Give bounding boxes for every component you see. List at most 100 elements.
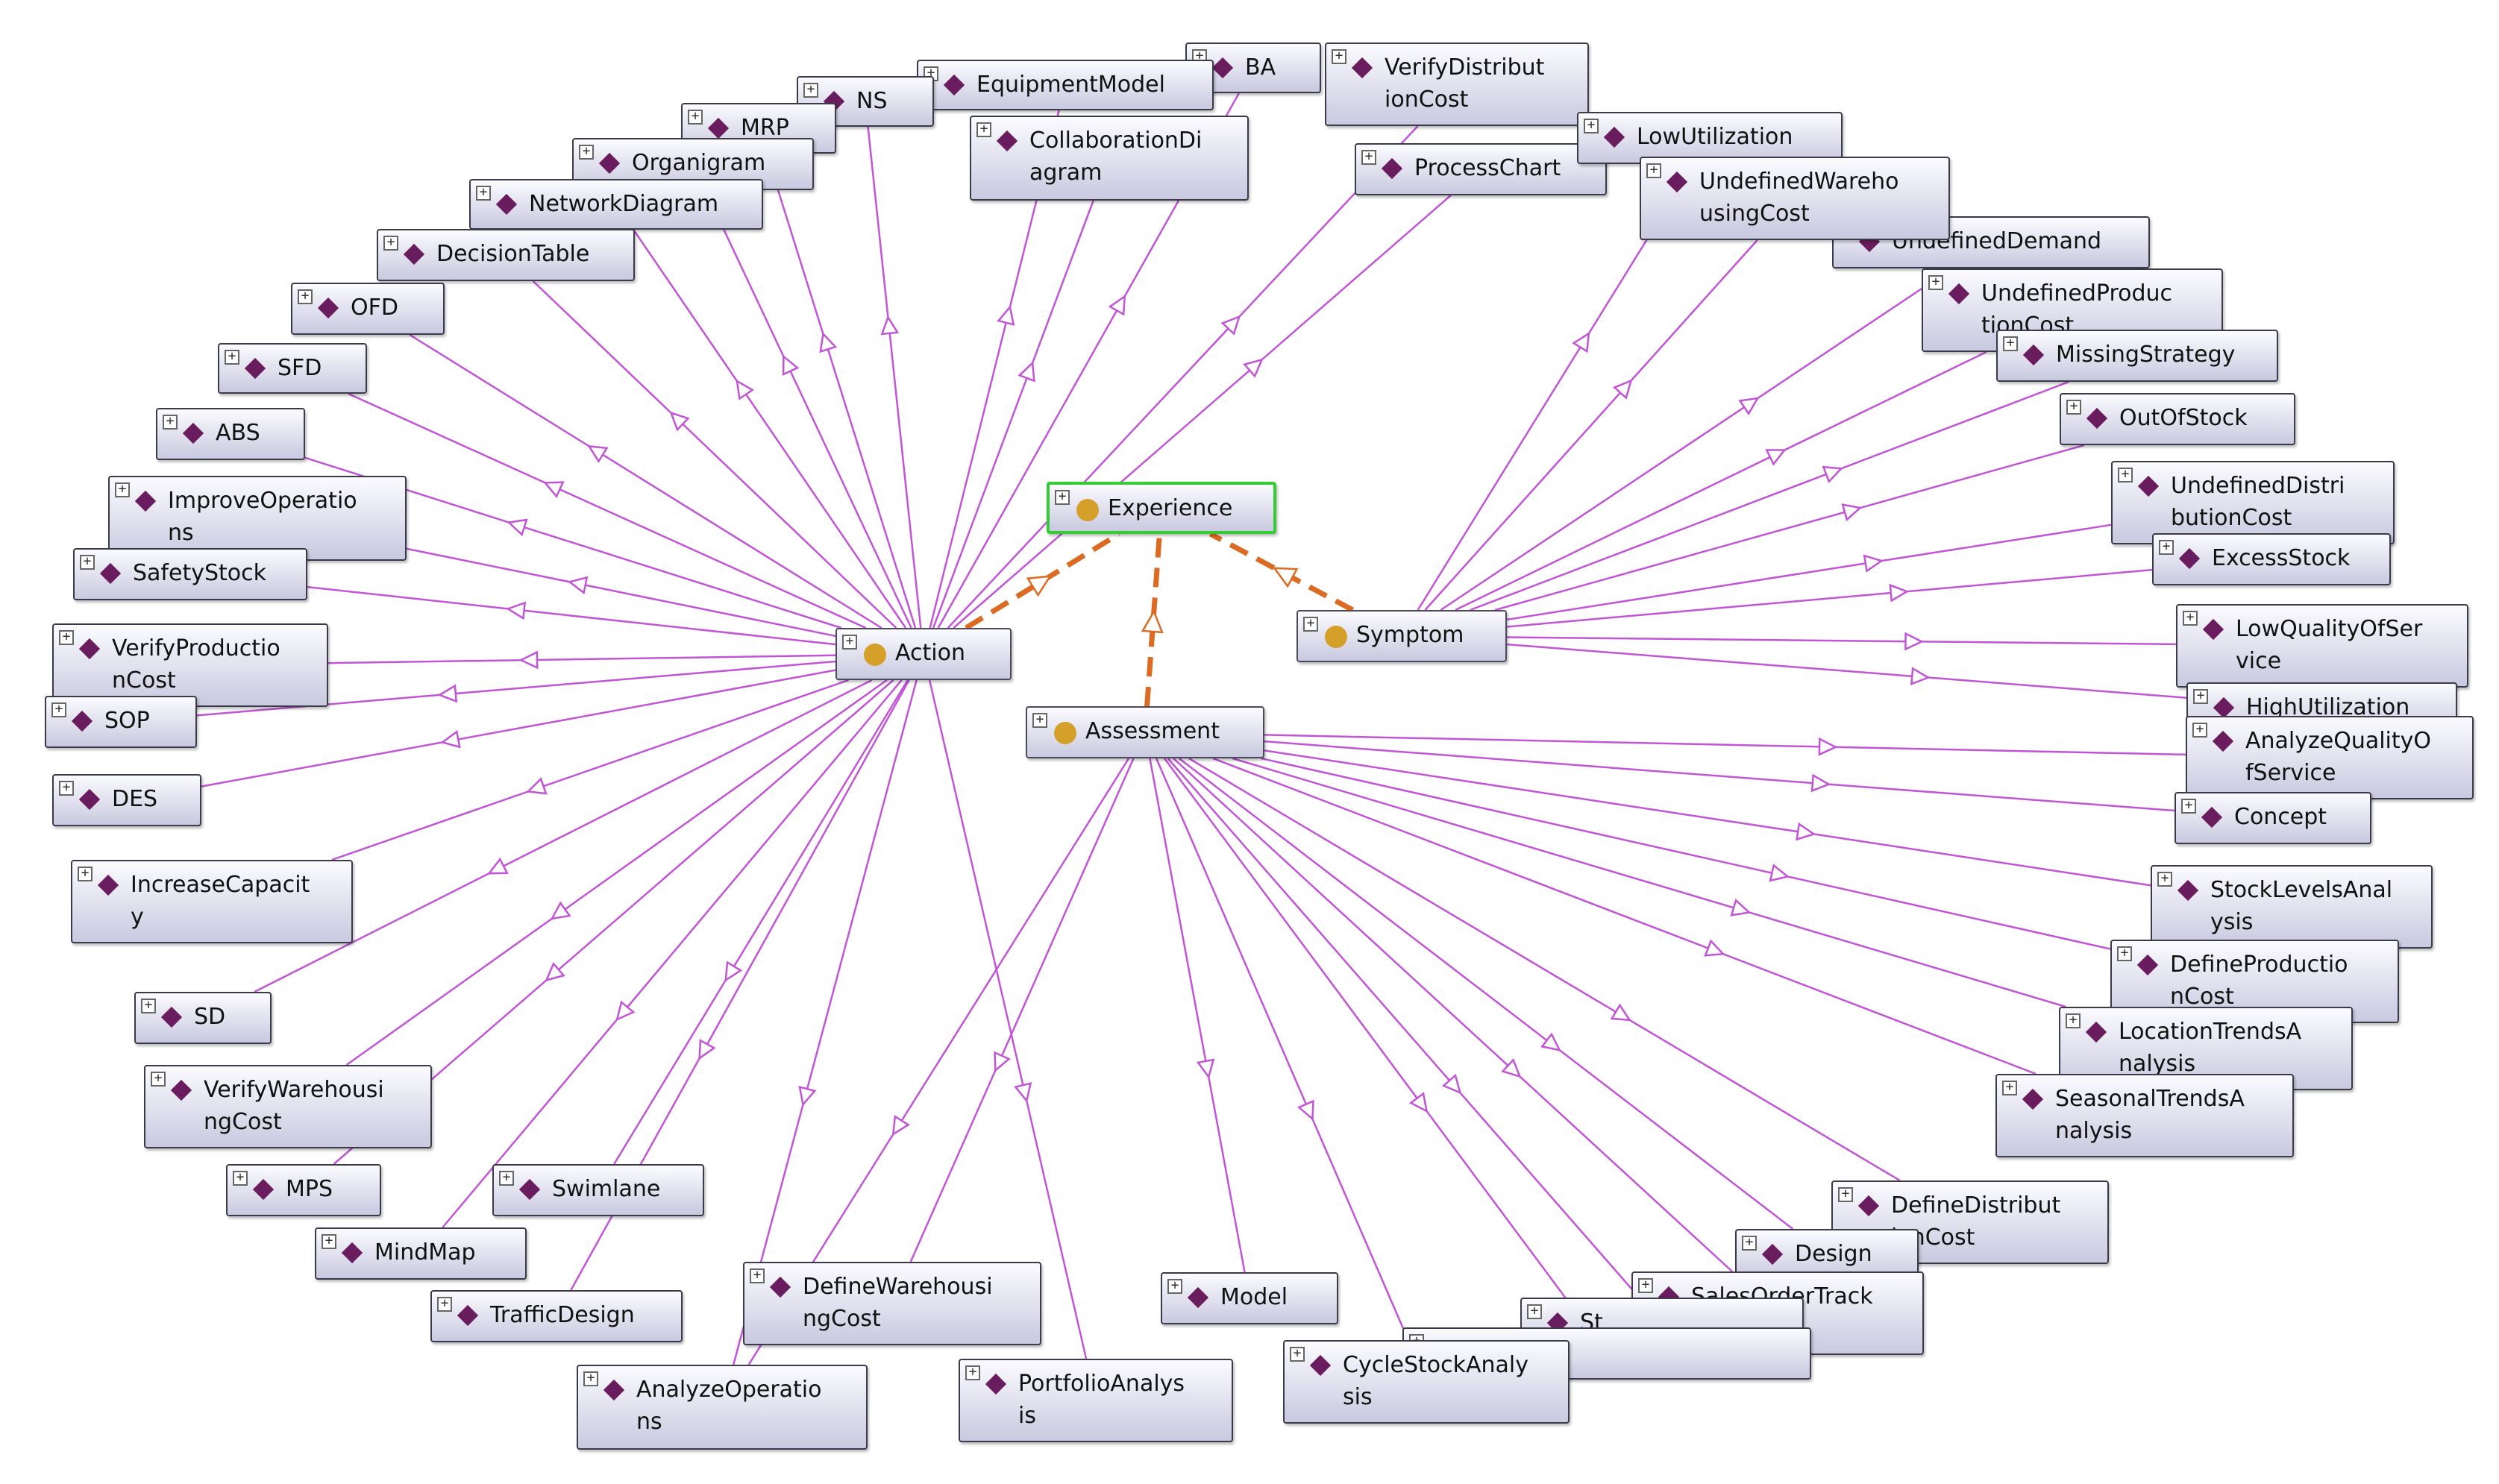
expand-plus-icon[interactable]: + <box>2002 1081 2017 1095</box>
expand-plus-icon[interactable]: + <box>2192 723 2207 738</box>
node-sfd[interactable]: +SFD <box>218 343 367 394</box>
node-verifydistributioncost[interactable]: + VerifyDistribut ionCost <box>1325 43 1589 126</box>
expand-plus-icon[interactable]: + <box>2066 1013 2081 1028</box>
node-ofd[interactable]: +OFD <box>291 283 445 335</box>
node-action[interactable]: + Action <box>835 628 1012 680</box>
individual-diamond-icon <box>2201 806 2223 829</box>
node-portfolioanalysis[interactable]: +PortfolioAnalys is <box>959 1359 1233 1442</box>
expand-plus-icon[interactable]: + <box>322 1234 336 1249</box>
arrowhead-action-analyzeoperations <box>798 1085 817 1107</box>
instance-edge-action-sfd <box>348 392 867 629</box>
expand-plus-icon[interactable]: + <box>1584 119 1599 133</box>
node-trafficdesign[interactable]: + TrafficDesign <box>430 1290 683 1342</box>
node-undefineddistributioncost[interactable]: +UndefinedDistri butionCost <box>2111 461 2395 544</box>
expand-plus-icon[interactable]: + <box>115 482 130 497</box>
expand-plus-icon[interactable]: + <box>1928 275 1943 290</box>
node-seasonaltrendsanalysis[interactable]: +SeasonalTrendsA nalysis <box>1995 1074 2294 1157</box>
expand-plus-icon[interactable]: + <box>2117 946 2132 961</box>
node-decisiontable[interactable]: +DecisionTable <box>377 229 635 281</box>
node-experience[interactable]: +Experience <box>1047 482 1276 534</box>
node-definewarehousingcost[interactable]: +DefineWarehousi ngCost <box>743 1262 1041 1345</box>
expand-plus-icon[interactable]: + <box>298 289 313 304</box>
expand-plus-icon[interactable]: + <box>803 83 818 98</box>
node-verifyproductioncost[interactable]: +VerifyProductio nCost <box>52 623 328 707</box>
expand-plus-icon[interactable]: + <box>78 867 93 881</box>
expand-plus-icon[interactable]: + <box>1646 163 1661 178</box>
expand-plus-icon[interactable]: + <box>225 350 239 365</box>
expand-plus-icon[interactable]: + <box>383 236 398 251</box>
node-excessstock[interactable]: +ExcessStock <box>2152 533 2391 585</box>
node-undefinedwarehousingcost[interactable]: +UndefinedWareho usingCost <box>1640 157 1950 240</box>
node-analyzeoperations[interactable]: +AnalyzeOperatio ns <box>577 1365 868 1450</box>
node-safetystock[interactable]: +SafetyStock <box>73 548 307 600</box>
expand-plus-icon[interactable]: + <box>2183 611 2198 626</box>
expand-plus-icon[interactable]: + <box>1742 1236 1757 1251</box>
expand-plus-icon[interactable]: + <box>499 1171 514 1186</box>
node-label: Action <box>895 640 965 666</box>
expand-plus-icon[interactable]: + <box>583 1371 598 1386</box>
expand-plus-icon[interactable]: + <box>151 1072 166 1087</box>
expand-plus-icon[interactable]: + <box>476 186 491 201</box>
expand-plus-icon[interactable]: + <box>1303 617 1318 632</box>
node-model[interactable]: +Model <box>1161 1272 1338 1324</box>
arrowhead-assessment-model <box>1196 1058 1215 1080</box>
expand-plus-icon[interactable]: + <box>1290 1347 1305 1362</box>
node-networkdiagram[interactable]: +NetworkDiagram <box>469 179 763 230</box>
expand-plus-icon[interactable]: + <box>579 145 594 160</box>
node-locationtrendsanalysis[interactable]: +LocationTrendsA nalysis <box>2059 1007 2353 1090</box>
expand-plus-icon[interactable]: + <box>1638 1278 1653 1293</box>
node-equipmentmodel[interactable]: +EquipmentModel <box>917 60 1214 110</box>
node-processchart[interactable]: +ProcessChart <box>1355 143 1607 195</box>
node-label: TrafficDesign <box>490 1302 635 1328</box>
node-lowutilization[interactable]: +LowUtilization <box>1577 112 1843 164</box>
node-mps[interactable]: +MPS <box>226 1164 381 1216</box>
expand-plus-icon[interactable]: + <box>842 635 857 650</box>
node-increasecapacity[interactable]: +IncreaseCapacit y <box>71 860 353 943</box>
expand-plus-icon[interactable]: + <box>1332 49 1346 64</box>
expand-plus-icon[interactable]: + <box>437 1297 452 1312</box>
node-label: VerifyDistribut ionCost <box>1385 54 1545 113</box>
node-verifywarehousingcost[interactable]: +VerifyWarehousi ngCost <box>144 1065 432 1148</box>
node-lowqualityofservice[interactable]: +LowQualityOfSer vice <box>2176 604 2468 688</box>
expand-plus-icon[interactable]: + <box>2193 689 2208 704</box>
expand-plus-icon[interactable]: + <box>1527 1304 1542 1319</box>
expand-plus-icon[interactable]: + <box>1361 150 1376 165</box>
expand-plus-icon[interactable]: + <box>163 415 178 430</box>
node-abs[interactable]: +ABS <box>156 408 305 460</box>
node-sop[interactable]: +SOP <box>45 696 197 748</box>
node-assessment[interactable]: +Assessment <box>1026 706 1264 758</box>
node-mindmap[interactable]: +MindMap <box>315 1227 527 1280</box>
expand-plus-icon[interactable]: + <box>1167 1279 1182 1294</box>
node-stocklevelsanalysis[interactable]: +StockLevelsAnal ysis <box>2151 865 2433 949</box>
expand-plus-icon[interactable]: + <box>976 122 991 137</box>
expand-plus-icon[interactable]: + <box>51 702 66 717</box>
expand-plus-icon[interactable]: + <box>2159 540 2174 555</box>
expand-plus-icon[interactable]: + <box>1838 1187 1853 1202</box>
expand-plus-icon[interactable]: + <box>59 781 74 796</box>
expand-plus-icon[interactable]: + <box>59 630 74 645</box>
node-collaborationdiagram[interactable]: +CollaborationDi agram <box>970 116 1249 201</box>
expand-plus-icon[interactable]: + <box>2066 400 2081 415</box>
node-improveoperations[interactable]: +ImproveOperatio ns <box>108 476 407 561</box>
node-missingstrategy[interactable]: +MissingStrategy <box>1996 330 2278 382</box>
expand-plus-icon[interactable]: + <box>80 555 95 570</box>
expand-plus-icon[interactable]: + <box>688 110 703 125</box>
expand-plus-icon[interactable]: + <box>965 1365 980 1380</box>
node-cyclestockanalysis[interactable]: +CycleStockAnaly sis <box>1283 1340 1570 1424</box>
node-symptom[interactable]: +Symptom <box>1296 610 1507 662</box>
expand-plus-icon[interactable]: + <box>2118 468 2133 482</box>
node-swimlane[interactable]: +Swimlane <box>492 1164 704 1216</box>
expand-plus-icon[interactable]: + <box>141 999 156 1013</box>
expand-plus-icon[interactable]: + <box>1055 490 1070 505</box>
node-concept[interactable]: +Concept <box>2175 792 2371 844</box>
expand-plus-icon[interactable]: + <box>1032 713 1047 728</box>
node-sd[interactable]: +SD <box>134 992 272 1044</box>
expand-plus-icon[interactable]: + <box>750 1268 765 1283</box>
expand-plus-icon[interactable]: + <box>2003 336 2018 351</box>
node-des[interactable]: +DES <box>52 774 201 826</box>
node-outofstock[interactable]: +OutOfStock <box>2060 393 2295 445</box>
node-analyzequalityofservice[interactable]: +AnalyzeQualityO fService <box>2186 716 2474 799</box>
expand-plus-icon[interactable]: + <box>2181 799 2196 814</box>
expand-plus-icon[interactable]: + <box>233 1171 248 1186</box>
expand-plus-icon[interactable]: + <box>2157 872 2172 887</box>
